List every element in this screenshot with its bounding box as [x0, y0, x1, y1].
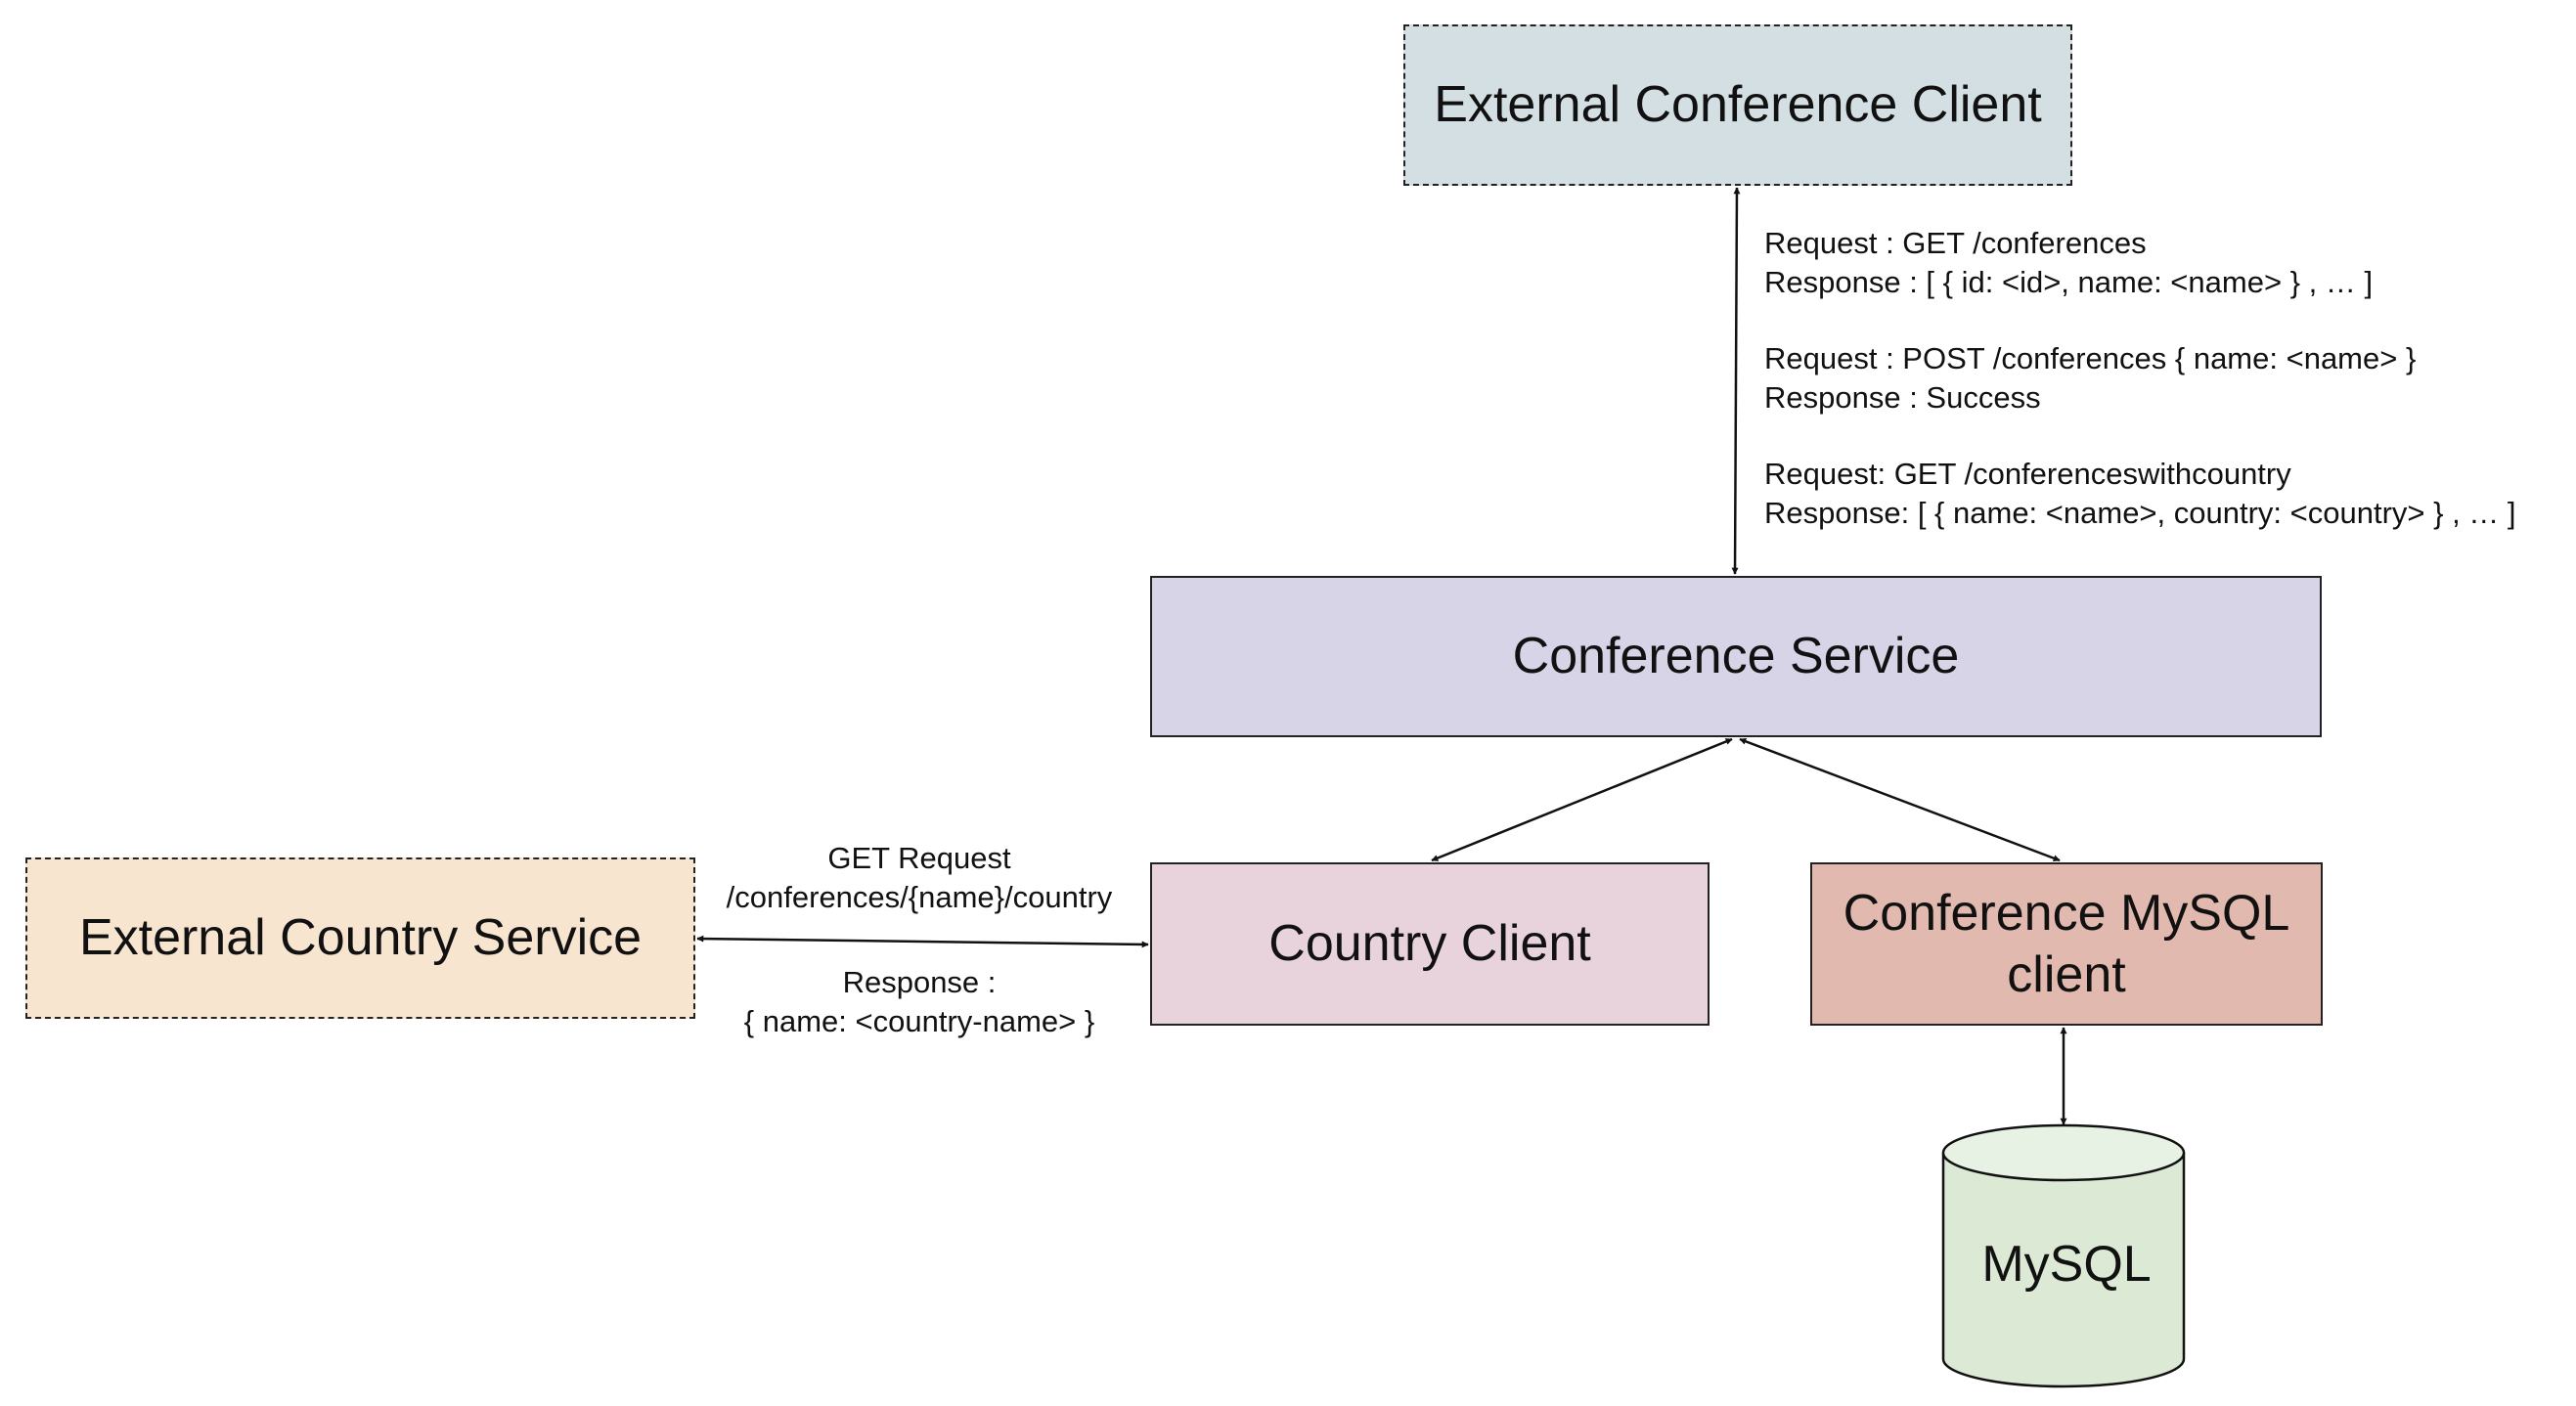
post-conferences-response: Response : Success — [1764, 380, 2041, 415]
external-conference-client-node: External Conference Client — [1403, 24, 2072, 186]
get-with-country-request: Request: GET /conferenceswithcountry — [1764, 457, 2291, 491]
country-request-line2: /conferences/{name}/country — [726, 880, 1113, 914]
conference-mysql-client-node: Conference MySQL client — [1810, 862, 2323, 1026]
country-response-label: Response : { name: <country-name> } — [636, 963, 1203, 1041]
external-conference-client-label: External Conference Client — [1434, 76, 2042, 134]
client-service-arrow — [1731, 187, 1741, 575]
post-conferences-request: Request : POST /conferences { name: <nam… — [1764, 341, 2417, 375]
country-service-arrow — [696, 935, 1149, 948]
external-country-service-node: External Country Service — [25, 857, 695, 1019]
conference-service-label: Conference Service — [1512, 628, 1960, 685]
service-country-client-arrow — [1431, 737, 1733, 862]
conference-mysql-client-label-line2: client — [2007, 945, 2126, 1003]
conference-mysql-client-label-line1: Conference MySQL — [1843, 885, 2290, 943]
service-mysql-client-arrow — [1739, 737, 2061, 862]
conference-api-notes: Request : GET /conferences Response : [ … — [1764, 224, 2516, 533]
country-response-line2: { name: <country-name> } — [743, 1004, 1095, 1038]
country-client-label: Country Client — [1268, 915, 1591, 973]
get-conferences-response: Response : [ { id: <id>, name: <name> } … — [1764, 265, 2374, 299]
conference-service-node: Conference Service — [1150, 576, 2322, 737]
conference-mysql-client-label: Conference MySQL client — [1843, 883, 2290, 1005]
country-client-node: Country Client — [1150, 862, 1710, 1026]
country-request-line1: GET Request — [827, 841, 1011, 875]
country-request-label: GET Request /conferences/{name}/country — [636, 839, 1203, 917]
external-country-service-label: External Country Service — [78, 909, 643, 967]
get-with-country-response: Response: [ { name: <name>, country: <co… — [1764, 496, 2516, 530]
country-response-line1: Response : — [842, 965, 997, 999]
mysql-label: MySQL — [1981, 1236, 2152, 1293]
get-conferences-request: Request : GET /conferences — [1764, 226, 2147, 260]
mysql-database-icon — [1941, 1123, 2186, 1388]
